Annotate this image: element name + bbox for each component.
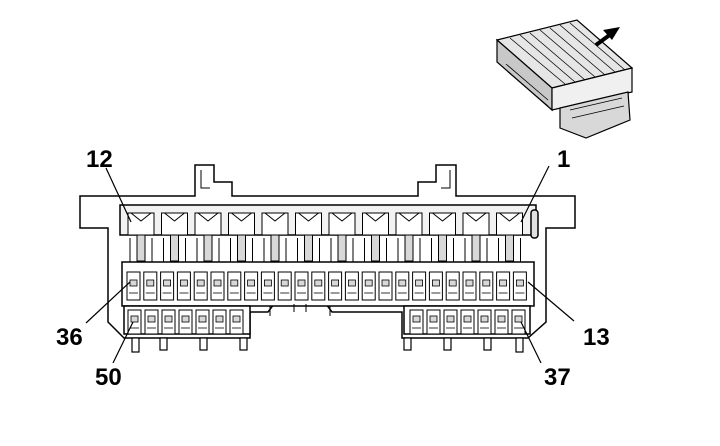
pin-cavity-bottom bbox=[144, 309, 159, 335]
pin-cavity-middle bbox=[143, 271, 158, 301]
pin-cavity-top bbox=[429, 212, 456, 262]
pin-cavity-middle bbox=[428, 271, 443, 301]
pin-cavity-top bbox=[261, 212, 289, 262]
pin-cavity-middle bbox=[277, 271, 292, 301]
pin-cavity-bottom bbox=[127, 309, 142, 335]
pin-cavity-bottom bbox=[212, 309, 227, 335]
pin-cavity-bottom bbox=[511, 309, 526, 335]
leader-lines bbox=[85, 165, 575, 364]
connector-feet bbox=[131, 337, 524, 353]
pin-row-middle bbox=[126, 271, 527, 301]
pin-cavity-middle bbox=[210, 271, 225, 301]
pin-cavity-middle bbox=[328, 271, 343, 301]
pin-label-36: 36 bbox=[56, 324, 83, 351]
pin-cavity-middle bbox=[344, 271, 359, 301]
connector-3d-icon bbox=[495, 19, 634, 139]
pin-cavity-middle bbox=[512, 271, 527, 301]
pin-cavity-middle bbox=[378, 271, 393, 301]
pin-row-bottom bbox=[127, 309, 526, 335]
pin-cavity-top bbox=[496, 212, 523, 262]
pin-cavity-middle bbox=[361, 271, 376, 301]
pin-cavity-top bbox=[194, 212, 222, 262]
pin-label-13: 13 bbox=[583, 324, 610, 351]
pin-row-top bbox=[127, 212, 523, 262]
pin-cavity-top bbox=[161, 212, 188, 262]
pin-cavity-middle bbox=[244, 271, 259, 301]
pin-cavity-middle bbox=[479, 271, 494, 301]
pin-cavity-middle bbox=[160, 271, 175, 301]
pin-label-37: 37 bbox=[544, 364, 571, 391]
pin-label-12: 12 bbox=[86, 146, 113, 173]
pin-cavity-middle bbox=[176, 271, 191, 301]
pin-cavity-top bbox=[395, 212, 423, 262]
pin-cavity-bottom bbox=[178, 309, 193, 335]
pin-cavity-middle bbox=[395, 271, 410, 301]
pin-cavity-middle bbox=[227, 271, 242, 301]
pin-cavity-middle bbox=[126, 271, 141, 301]
pin-cavity-top bbox=[127, 212, 155, 262]
pin-cavity-middle bbox=[496, 271, 511, 301]
pin-cavity-middle bbox=[294, 271, 309, 301]
pin-cavity-bottom bbox=[443, 309, 458, 335]
pin-cavity-bottom bbox=[229, 309, 244, 335]
pin-cavity-middle bbox=[311, 271, 326, 301]
pin-label-1: 1 bbox=[557, 146, 570, 173]
pin-cavity-top bbox=[228, 212, 255, 262]
pin-cavity-bottom bbox=[195, 309, 210, 335]
pin-cavity-bottom bbox=[460, 309, 475, 335]
pin-cavity-middle bbox=[462, 271, 477, 301]
pin-cavity-middle bbox=[412, 271, 427, 301]
pin-cavity-top bbox=[462, 212, 490, 262]
arrow-up-right-icon bbox=[594, 27, 620, 47]
pin-cavity-bottom bbox=[426, 309, 441, 335]
pin-cavity-middle bbox=[193, 271, 208, 301]
latch-detail bbox=[200, 170, 451, 316]
pin-cavity-bottom bbox=[409, 309, 424, 335]
pin-cavity-top bbox=[295, 212, 322, 262]
pin-cavity-middle bbox=[445, 271, 460, 301]
pin-cavity-middle bbox=[260, 271, 275, 301]
pin-cavity-bottom bbox=[494, 309, 509, 335]
pin-cavity-bottom bbox=[477, 309, 492, 335]
pin-cavity-bottom bbox=[161, 309, 176, 335]
pin-label-50: 50 bbox=[95, 364, 122, 391]
pin-cavity-top bbox=[328, 212, 356, 262]
pin-cavity-top bbox=[362, 212, 389, 262]
